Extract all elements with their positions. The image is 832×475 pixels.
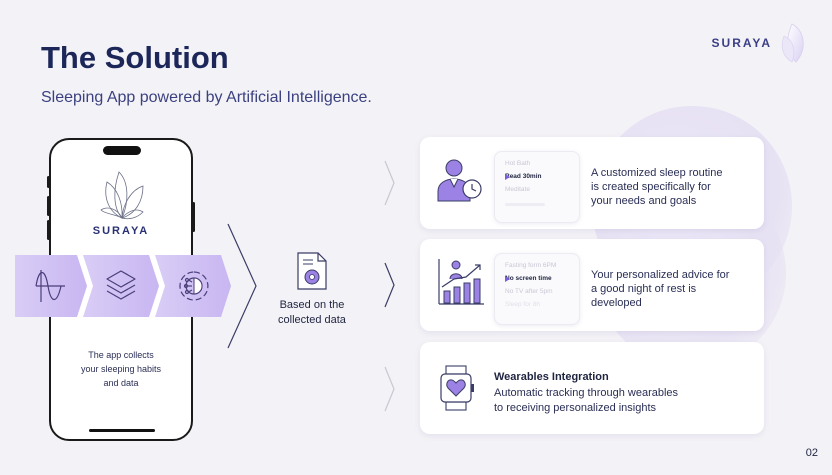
phone-side-button (47, 196, 50, 216)
routine-preview: Hot Bath Read 30min Meditate (494, 151, 580, 223)
sine-wave-icon (35, 270, 65, 302)
phone-description: The app collects your sleeping habits an… (51, 348, 191, 390)
growth-chart-icon (438, 259, 484, 305)
document-label: Based on the collected data (266, 298, 358, 328)
process-band (15, 255, 233, 317)
advice-item: Fasting form 6PM (505, 262, 557, 269)
wearables-body: Automatic tracking through wearables to … (494, 386, 678, 416)
layers-icon (106, 270, 136, 300)
advice-card-line: Your personalized advice for (591, 269, 730, 281)
butterfly-logo-icon (100, 171, 144, 220)
phone-description-line: The app collects (88, 350, 154, 360)
routine-card-line: is created specifically for (591, 181, 711, 193)
phone-home-indicator (89, 429, 155, 432)
advice-card-line: a good night of rest is (591, 283, 697, 295)
advice-card: Fasting form 6PM No screen time No TV af… (420, 239, 764, 331)
chevron-step-2 (83, 255, 159, 317)
logo-petal-icon (781, 23, 804, 63)
card-chevron-3 (384, 366, 395, 412)
placeholder-line (505, 203, 545, 206)
routine-card-line: A customized sleep routine (591, 167, 723, 179)
phone-side-button (192, 202, 195, 232)
card-chevron-1 (384, 160, 395, 206)
advice-item: Sleep for 8h (505, 301, 541, 308)
smartwatch-heart-icon (440, 365, 474, 411)
wearables-body-line: to receiving personalized insights (494, 402, 657, 414)
suraya-logo: SURAYA (712, 22, 808, 64)
advice-item: No TV after 5pm (505, 288, 553, 295)
routine-card-text: A customized sleep routine is created sp… (591, 166, 722, 208)
wearables-heading: Wearables Integration (494, 371, 609, 383)
advice-preview: Fasting form 6PM No screen time No TV af… (494, 253, 580, 325)
wearables-card: Wearables Integration Automatic tracking… (420, 342, 764, 434)
wearables-body-line: Automatic tracking through wearables (494, 387, 679, 399)
phone-description-line: and data (103, 378, 139, 388)
phone-notch (103, 146, 141, 155)
phone-description-line: your sleeping habits (80, 364, 162, 374)
advice-item-selected: No screen time (505, 275, 579, 288)
routine-item: Meditate (505, 186, 530, 193)
divider-chevron-large (227, 223, 257, 349)
routine-card: Hot Bath Read 30min Meditate A customize… (420, 137, 764, 229)
routine-item-selected: Read 30min (505, 173, 579, 186)
phone-side-button (47, 220, 50, 240)
document-label-line: collected data (278, 314, 346, 326)
page-number: 02 (805, 447, 818, 459)
document-label-line: Based on the (279, 299, 345, 311)
routine-item: Hot Bath (505, 160, 531, 167)
ai-circuit-icon (179, 271, 209, 301)
card-chevron-2 (384, 262, 395, 308)
document-gear-icon (297, 252, 327, 290)
slide-title: The Solution (41, 40, 229, 75)
routine-card-line: your needs and goals (591, 195, 697, 207)
advice-card-text: Your personalized advice for a good nigh… (591, 268, 729, 310)
logo-text: SURAYA (711, 36, 772, 50)
person-clock-icon (437, 159, 482, 202)
phone-side-button (47, 176, 50, 188)
advice-card-line: developed (591, 297, 642, 309)
slide-subtitle: Sleeping App powered by Artificial Intel… (41, 89, 372, 106)
chevron-step-3 (155, 255, 231, 317)
phone-brand-text: SURAYA (92, 225, 150, 237)
